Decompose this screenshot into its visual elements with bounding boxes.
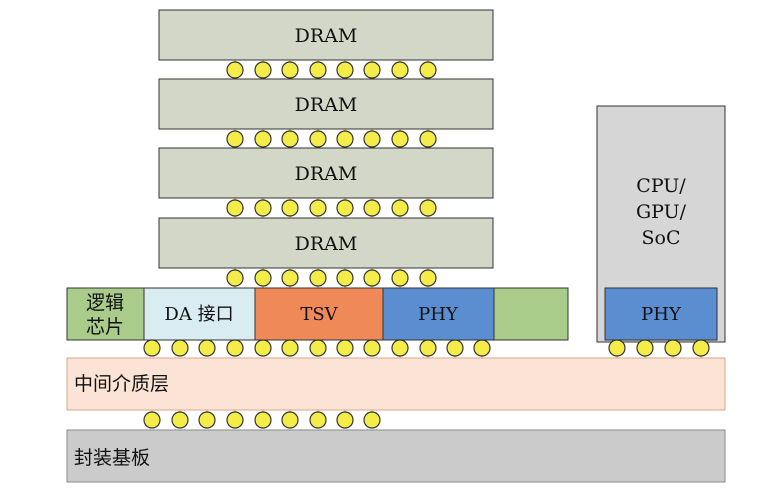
micro-bump [363,199,381,217]
micro-bump [254,61,272,79]
processor-phy-block [604,287,718,341]
c4-bump [198,411,216,429]
micro-bump [419,199,437,217]
micro-bump [309,199,327,217]
interposer-bump [608,339,626,357]
logic-phy-block [382,287,495,341]
interposer-bump [419,339,437,357]
logic-phy-label: PHY [418,304,459,325]
micro-bump [336,269,354,287]
micro-bump [226,61,244,79]
micro-bump [419,269,437,287]
c4-bump [226,411,244,429]
interposer-bump [309,339,327,357]
micro-bump [281,130,299,148]
logic-die: 逻辑 芯片 DA 接口 TSV PHY [66,287,569,341]
micro-bump [281,61,299,79]
da-interface-block [143,287,256,341]
processor-label-line3: SoC [642,227,681,249]
micro-bump [226,269,244,287]
c4-bump [171,411,189,429]
dram-label: DRAM [295,163,358,185]
interposer-bump [336,339,354,357]
micro-bump [309,269,327,287]
micro-bump [391,130,409,148]
interposer-bump [391,339,409,357]
logic-extra-block [493,287,569,341]
interposer-bump [636,339,654,357]
c4-bump [363,411,381,429]
dram-die: DRAM [158,78,494,130]
micro-bump [363,130,381,148]
c4-bump [309,411,327,429]
micro-bump [281,269,299,287]
tsv-block [254,287,384,341]
processor-label-line2: GPU/ [636,201,687,223]
micro-bump [363,61,381,79]
dram-die: DRAM [158,9,494,61]
logic-label-line1: 逻辑 [86,292,124,314]
micro-bump [391,269,409,287]
interposer-bump [446,339,464,357]
interposer-bump [692,339,710,357]
micro-bump [281,199,299,217]
interposer-bump [473,339,491,357]
substrate-label: 封装基板 [74,447,150,469]
interposer-bump [198,339,216,357]
c4-bump [281,411,299,429]
interposer-bump [143,339,161,357]
micro-bump [391,199,409,217]
micro-bump [309,130,327,148]
micro-bump [226,199,244,217]
interposer-bump [363,339,381,357]
bump-layer [143,61,710,429]
micro-bump [419,61,437,79]
interposer-label: 中间介质层 [74,373,169,395]
c4-bump [254,411,272,429]
micro-bump [309,61,327,79]
processor-label-line1: CPU/ [636,175,686,197]
tsv-label: TSV [300,304,338,325]
dram-label: DRAM [295,25,358,47]
dram-label: DRAM [295,233,358,255]
micro-bump [226,130,244,148]
c4-bump [336,411,354,429]
micro-bump [254,269,272,287]
interposer-bump [254,339,272,357]
processor-die: CPU/ GPU/ SoC PHY [596,105,726,343]
micro-bump [254,199,272,217]
logic-label-line2: 芯片 [86,316,124,338]
interposer-bump [171,339,189,357]
micro-bump [419,130,437,148]
micro-bump [363,269,381,287]
micro-bump [391,61,409,79]
interposer: 中间介质层 [66,357,726,411]
dram-label: DRAM [295,94,358,116]
interposer-bump [281,339,299,357]
micro-bump [336,61,354,79]
micro-bump [336,130,354,148]
c4-bump [143,411,161,429]
dram-die: DRAM [158,217,494,269]
micro-bump [336,199,354,217]
da-interface-label: DA 接口 [164,304,233,325]
dram-die: DRAM [158,147,494,199]
micro-bump [254,130,272,148]
processor-phy-label: PHY [641,304,682,325]
interposer-bump [226,339,244,357]
interposer-bump [664,339,682,357]
package-substrate: 封装基板 [66,429,726,483]
